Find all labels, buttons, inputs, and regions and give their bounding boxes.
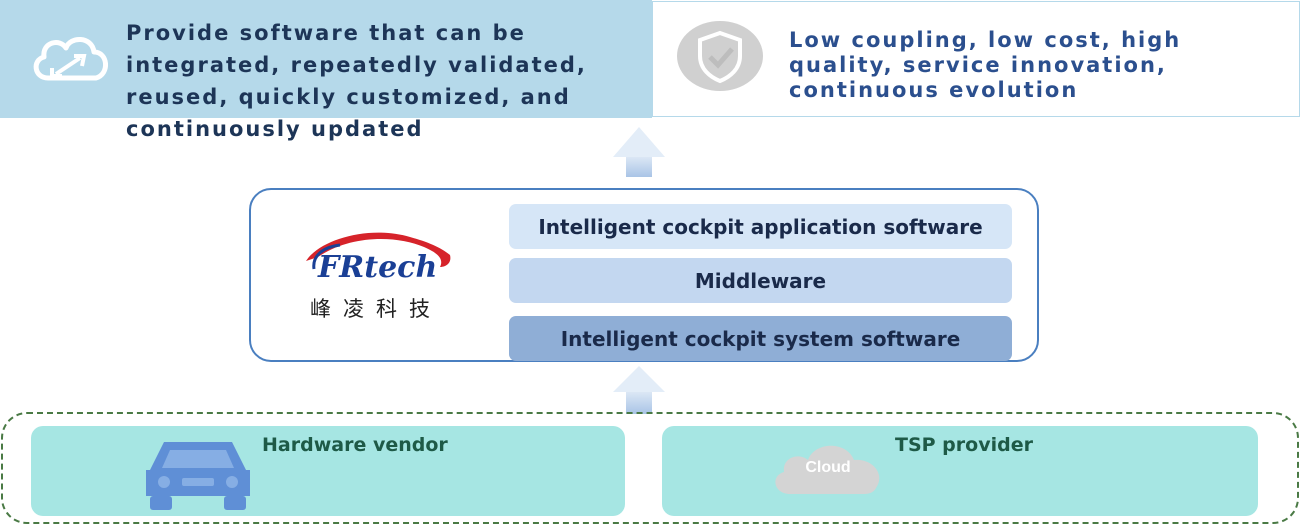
up-arrow-icon — [613, 127, 665, 177]
up-arrow-icon — [613, 366, 665, 414]
middleware-layer-label: Middleware — [694, 268, 827, 293]
system-software-layer: Intelligent cockpit system software — [509, 316, 1012, 361]
cloud-sync-icon — [33, 37, 108, 81]
car-icon — [146, 442, 250, 510]
frtech-logo: FRtech — [306, 232, 451, 285]
application-software-layer: Intelligent cockpit application software — [509, 204, 1012, 249]
svg-text:FRtech: FRtech — [317, 250, 437, 285]
top-left-statement: Provide software that can be integrated,… — [126, 21, 587, 141]
middleware-layer: Middleware — [509, 258, 1012, 303]
cloud-icon: Cloud — [775, 445, 880, 494]
shield-check-icon — [677, 21, 763, 91]
tsp-provider-box — [662, 426, 1258, 516]
top-right-statement: Low coupling, low cost, high quality, se… — [789, 28, 1182, 102]
system-layer-label: Intelligent cockpit system software — [560, 326, 961, 351]
cloud-label: Cloud — [805, 459, 850, 476]
logo-chinese-name: 峰凌科技 — [310, 297, 442, 321]
hardware-vendor-box — [31, 426, 625, 516]
top-left-panel — [0, 0, 652, 118]
partner-area — [1, 412, 1299, 524]
tsp-provider-label: TSP provider — [895, 434, 1033, 456]
hardware-vendor-label: Hardware vendor — [262, 434, 448, 456]
application-layer-label: Intelligent cockpit application software — [538, 214, 983, 239]
